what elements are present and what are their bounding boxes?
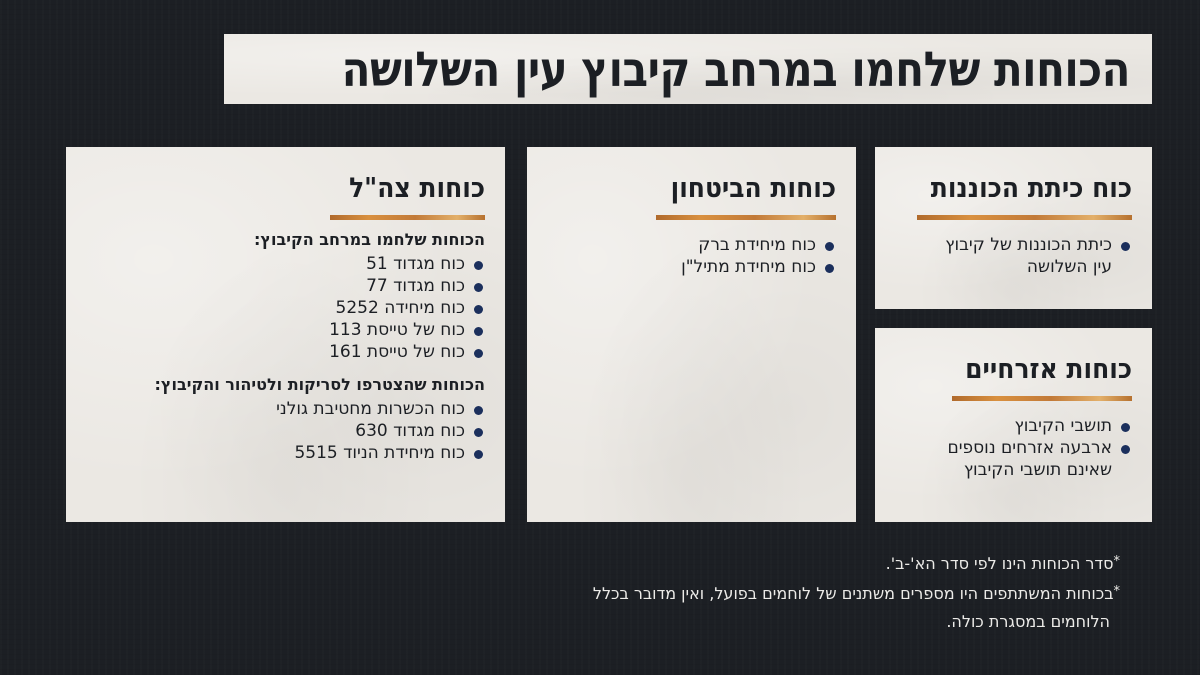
bullet-icon [474, 305, 483, 314]
bullet-icon [474, 349, 483, 358]
bullet-icon [825, 264, 834, 273]
panel-heading-wrap: כוחות אזרחיים [895, 352, 1132, 391]
bullet-icon [825, 242, 834, 251]
list-item: כוח מיחידה 5252 [86, 297, 485, 319]
bullet-list-joined: כוח הכשרות מחטיבת גולני כוח מגדוד 630 כו… [86, 398, 485, 464]
bullet-list-fought: כוח מגדוד 51 כוח מגדוד 77 כוח מיחידה 525… [86, 253, 485, 363]
bullet-list: כוח מיחידת ברק כוח מיחידת מתיל"ן [547, 234, 836, 278]
bullet-icon [474, 261, 483, 270]
list-item: תושבי הקיבוץ [895, 415, 1132, 437]
bullet-list: תושבי הקיבוץ ארבעה אזרחים נוספים שאינם ת… [895, 415, 1132, 481]
panel-security-forces: כוחות הביטחון כוח מיחידת ברק כוח מיחידת … [527, 147, 856, 522]
title-banner: הכוחות שלחמו במרחב קיבוץ עין השלושה [224, 34, 1152, 104]
panel-heading: כוחות אזרחיים [965, 352, 1132, 385]
bullet-icon [474, 406, 483, 415]
footnote-numbers-cont: הלוחמים במסגרת כולה. [946, 612, 1110, 631]
panel-heading: כוח כיתת הכוננות [930, 171, 1132, 204]
bullet-icon [1121, 242, 1130, 251]
gold-underline [330, 215, 485, 220]
asterisk-icon: * [1113, 554, 1121, 569]
page-title: הכוחות שלחמו במרחב קיבוץ עין השלושה [341, 40, 1131, 98]
footnote-order: *סדר הכוחות הינו לפי סדר הא'-ב'. [885, 554, 1121, 573]
list-item: כוח מיחידת מתיל"ן [547, 256, 836, 278]
footnotes: *סדר הכוחות הינו לפי סדר הא'-ב'. *בכוחות… [420, 548, 1120, 636]
subheading-joined-sweeps: הכוחות שהצטרפו לסריקות ולטיהור והקיבוץ: [154, 375, 486, 394]
bullet-icon [474, 283, 483, 292]
subheading-fought-in-kibbutz: הכוחות שלחמו במרחב הקיבוץ: [254, 230, 485, 249]
list-item: כוח מגדוד 51 [86, 253, 485, 275]
bullet-icon [474, 327, 483, 336]
list-item: כוח מגדוד 630 [86, 420, 485, 442]
panel-idf-forces: כוחות צה"ל הכוחות שלחמו במרחב הקיבוץ: כו… [66, 147, 505, 522]
gold-underline [917, 215, 1132, 220]
panel-heading-wrap: כוח כיתת הכוננות [895, 171, 1132, 210]
bullet-icon [1121, 445, 1130, 454]
list-item: ארבעה אזרחים נוספים שאינם תושבי הקיבוץ [922, 437, 1132, 481]
bullet-icon [1121, 423, 1130, 432]
gold-underline [656, 215, 836, 220]
asterisk-icon: * [1113, 584, 1121, 599]
list-item: כוח מיחידת הניוד 5515 [86, 442, 485, 464]
list-item: כיתת הכוננות של קיבוץ עין השלושה [922, 234, 1132, 278]
list-item: כוח של טייסת 161 [86, 341, 485, 363]
list-item: כוח הכשרות מחטיבת גולני [86, 398, 485, 420]
list-item: כוח מיחידת ברק [547, 234, 836, 256]
panel-standby-squad: כוח כיתת הכוננות כיתת הכוננות של קיבוץ ע… [875, 147, 1152, 309]
bullet-icon [474, 428, 483, 437]
list-item: כוח מגדוד 77 [86, 275, 485, 297]
panel-heading: כוחות צה"ל [349, 171, 485, 204]
bullet-icon [474, 450, 483, 459]
panel-civilians: כוחות אזרחיים תושבי הקיבוץ ארבעה אזרחים … [875, 328, 1152, 522]
footnote-numbers: *בכוחות המשתתפים היו מספרים משתנים של לו… [592, 584, 1121, 603]
panel-heading-wrap: כוחות צה"ל [86, 171, 485, 210]
gold-underline [952, 396, 1132, 401]
bullet-list: כיתת הכוננות של קיבוץ עין השלושה [895, 234, 1132, 278]
panel-heading-wrap: כוחות הביטחון [547, 171, 836, 210]
list-item: כוח של טייסת 113 [86, 319, 485, 341]
panel-heading: כוחות הביטחון [670, 171, 836, 204]
